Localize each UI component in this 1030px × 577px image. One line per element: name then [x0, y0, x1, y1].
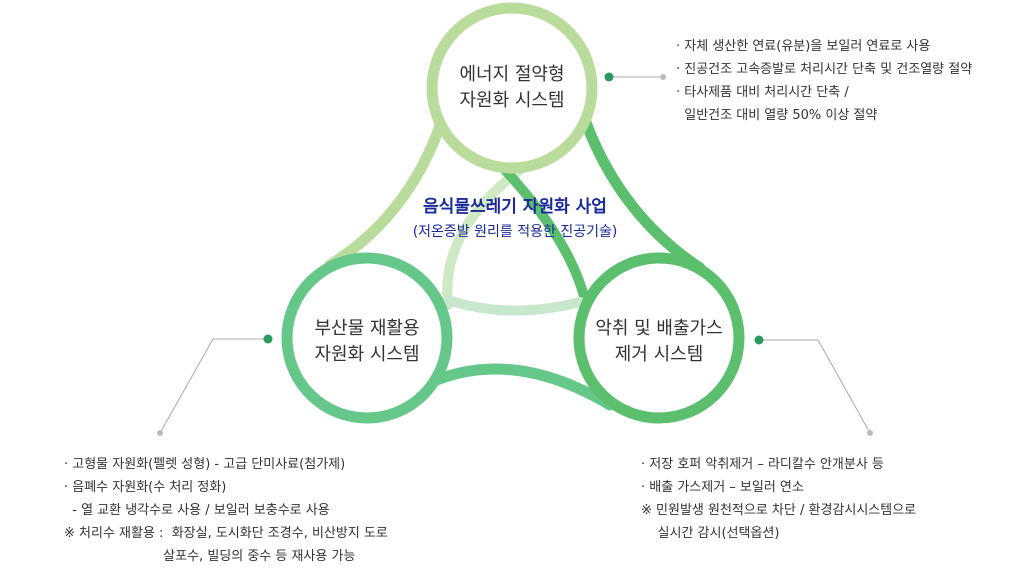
- circle-energy: [426, 2, 598, 174]
- node-byproduct-line2: 자원화 시스템: [314, 344, 420, 365]
- dot-energy: [604, 72, 614, 82]
- desc-energy-line: 일반건조 대비 열량 50% 이상 절약: [676, 108, 878, 123]
- dot-odor: [754, 335, 764, 345]
- desc-byproduct-line: 살포수, 빌딩의 중수 등 재사용 가능: [64, 549, 356, 564]
- desc-odor-line: · 배출 가스제거 – 보일러 연소: [641, 480, 804, 495]
- node-odor-line1: 악취 및 배출가스: [595, 318, 723, 339]
- desc-energy-line: · 자체 생산한 연료(유분)을 보일러 연료로 사용: [676, 39, 931, 54]
- arc-inner-bottom: [443, 295, 585, 316]
- node-byproduct-label: 부산물 재활용 자원화 시스템: [282, 316, 452, 368]
- desc-byproduct-line: - 열 교환 냉각수로 사용 / 보일러 보충수로 사용: [64, 503, 330, 518]
- arc-byproduct-to-odor-bottom: [419, 363, 616, 411]
- dot-byproduct: [263, 334, 273, 344]
- leader-byproduct: [159, 338, 268, 434]
- desc-byproduct-line: ※ 처리수 재활용 : 화장실, 도시화단 조경수, 비산방지 도로: [64, 526, 388, 541]
- desc-odor-line: · 저장 호퍼 악취제거 – 라디칼수 안개분사 등: [641, 457, 884, 472]
- desc-odor-line: 실시간 감시(선택옵션): [641, 526, 780, 541]
- center-subtitle: (저온증발 원리를 적용한 진공기술): [412, 224, 618, 240]
- dot-byproduct-end: [157, 430, 163, 436]
- desc-energy-line: · 진공건조 고속증발로 처리시간 단축 및 건조열량 절약: [676, 62, 973, 77]
- node-energy-line2: 자원화 시스템: [459, 90, 565, 111]
- arc-inner-right: [500, 165, 590, 305]
- node-byproduct-line1: 부산물 재활용: [314, 318, 420, 339]
- dot-odor-end: [867, 430, 873, 436]
- circle-odor: [573, 252, 745, 424]
- desc-byproduct-line: · 고형물 자원화(펠렛 성형) - 고급 단미사료(첨가제): [64, 457, 346, 472]
- node-odor-line2: 제거 시스템: [614, 344, 704, 365]
- center-title: 음식물쓰레기 자원화 사업: [423, 197, 607, 217]
- dot-energy-end: [660, 74, 666, 80]
- desc-byproduct-line: · 음폐수 자원화(수 처리 정화): [64, 480, 227, 495]
- desc-energy-line: · 타사제품 대비 처리시간 단축 /: [676, 85, 849, 100]
- desc-odor-line: ※ 민원발생 원천적으로 차단 / 환경감시시스템으로: [641, 503, 917, 518]
- desc-odor: · 저장 호퍼 악취제거 – 라디칼수 안개분사 등 · 배출 가스제거 – 보…: [641, 453, 916, 545]
- arc-energy-to-byproduct-left: [324, 114, 448, 271]
- arc-inner-left: [442, 165, 525, 310]
- arc-energy-to-odor-right: [579, 114, 706, 274]
- desc-byproduct: · 고형물 자원화(펠렛 성형) - 고급 단미사료(첨가제) · 음폐수 자원…: [64, 453, 388, 568]
- node-energy-line1: 에너지 절약형: [459, 64, 565, 85]
- leader-odor: [759, 339, 871, 434]
- node-odor-label: 악취 및 배출가스 제거 시스템: [574, 316, 744, 368]
- circle-byproduct: [281, 252, 453, 424]
- desc-energy: · 자체 생산한 연료(유분)을 보일러 연료로 사용 · 진공건조 고속증발로…: [676, 35, 972, 127]
- node-energy-label: 에너지 절약형 자원화 시스템: [427, 62, 597, 114]
